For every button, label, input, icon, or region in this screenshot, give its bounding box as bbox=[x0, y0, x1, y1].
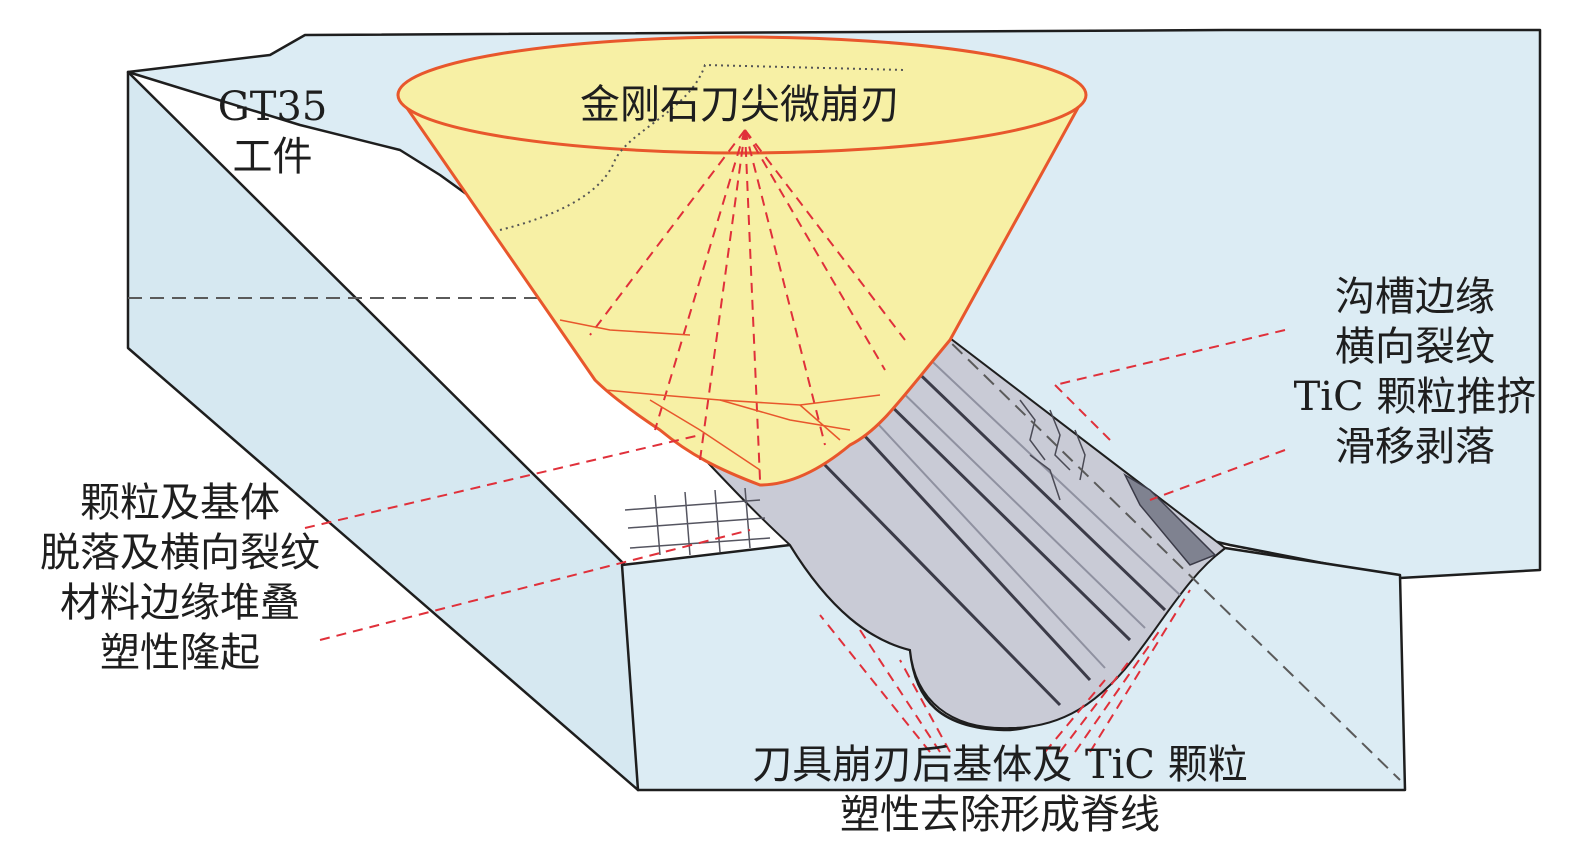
tool-chip-facets bbox=[559, 319, 881, 471]
diamond-tool bbox=[396, 35, 1088, 487]
tool-facet-lines bbox=[589, 129, 906, 481]
left-defects-label: 颗粒及基体 脱落及横向裂纹 材料边缘堆叠 塑性隆起 bbox=[0, 478, 360, 678]
ridge-label-line2: 塑性去除形成脊线 bbox=[840, 792, 1160, 838]
groove-ridges bbox=[818, 358, 1167, 707]
groove-edge-line1: 沟槽边缘 bbox=[1335, 274, 1495, 320]
ridge-label-line1: 刀具崩刃后基体及 TiC 颗粒 bbox=[752, 742, 1248, 788]
leader-lines bbox=[304, 329, 1286, 753]
spalled-region bbox=[1123, 473, 1217, 566]
tool-dotted-outline bbox=[499, 63, 906, 231]
ridge-label: 刀具崩刃后基体及 TiC 颗粒 塑性去除形成脊线 bbox=[640, 740, 1360, 840]
crack-marks-right bbox=[1019, 399, 1086, 501]
workpiece-label-line1: GT35 bbox=[217, 84, 328, 130]
left-defects-line2: 脱落及横向裂纹 bbox=[40, 530, 320, 576]
left-defects-line3: 材料边缘堆叠 bbox=[60, 580, 300, 626]
groove-edge-line3: TiC 颗粒推挤 bbox=[1293, 374, 1537, 420]
groove-edge-line2: 横向裂纹 bbox=[1335, 324, 1495, 370]
tool-tip-label: 金刚石刀尖微崩刃 bbox=[580, 82, 900, 128]
groove-edge-line4: 滑移剥落 bbox=[1335, 424, 1495, 470]
workpiece-label: GT35 工件 bbox=[215, 82, 330, 182]
left-defects-line1: 颗粒及基体 bbox=[80, 480, 280, 526]
workpiece-label-line2: 工件 bbox=[232, 134, 313, 180]
groove-edge-label: 沟槽边缘 横向裂纹 TiC 颗粒推挤 滑移剥落 bbox=[1270, 272, 1560, 472]
left-defects-line4: 塑性隆起 bbox=[100, 630, 260, 676]
